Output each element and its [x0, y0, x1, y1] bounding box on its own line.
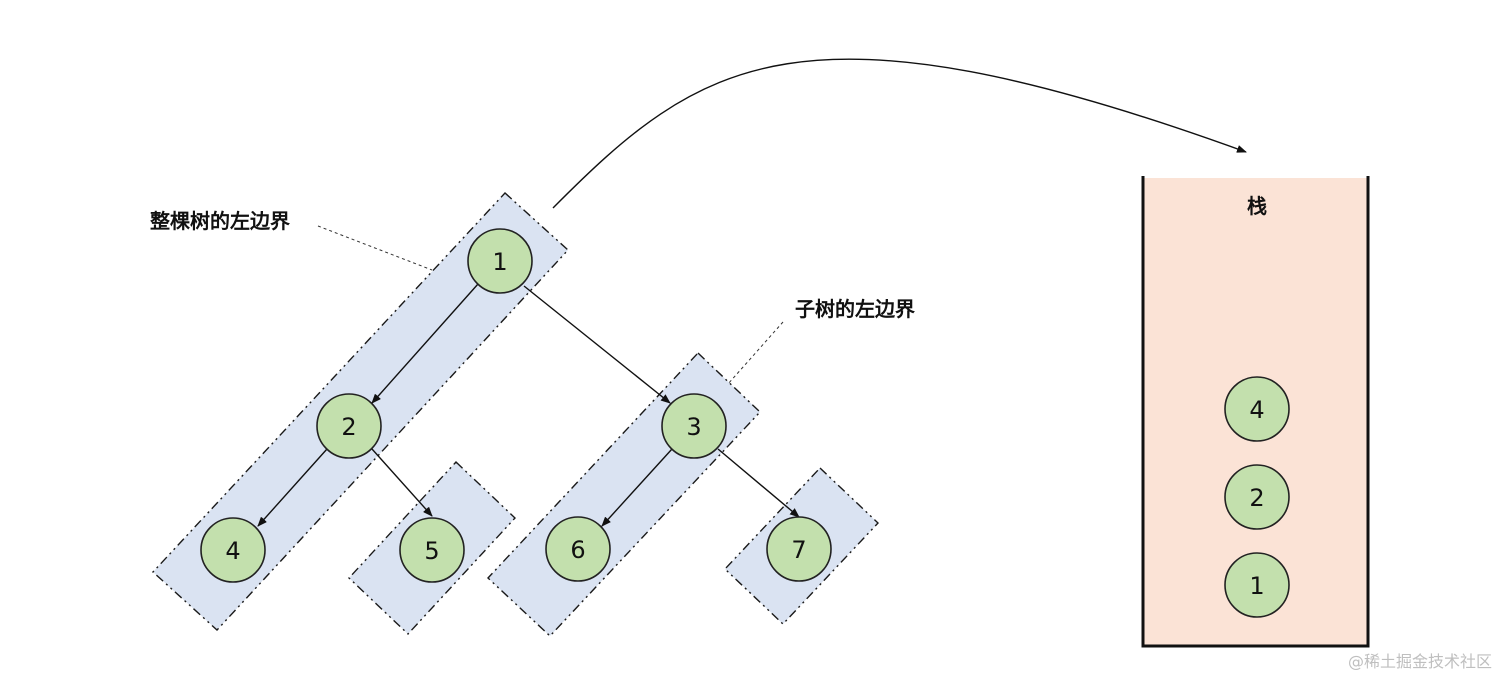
stack-item-label: 2: [1249, 484, 1264, 512]
edge-2-5: [371, 448, 433, 517]
edge-2-4: [257, 448, 328, 527]
stack: 栈 4 2 1: [1141, 176, 1370, 648]
tree-node-1: 1: [467, 228, 533, 294]
tree-node-5: 5: [399, 517, 465, 583]
tree-node-label: 1: [492, 248, 507, 276]
tree-node-3: 3: [661, 393, 727, 459]
stack-item-2: 2: [1224, 464, 1290, 530]
tree-node-label: 3: [686, 413, 701, 441]
subtree-leader-line: [727, 321, 784, 385]
tree-node-label: 7: [791, 536, 806, 564]
stack-walls: [1141, 176, 1370, 648]
label-leaders: [317, 225, 784, 385]
tree-node-4: 4: [200, 517, 266, 583]
tree-nodes: 1 2 3 4 5 6 7: [200, 228, 832, 583]
subtree-left-boundary-label: 子树的左边界: [795, 297, 915, 321]
edge-3-7: [717, 448, 800, 518]
tree-edges: [257, 283, 800, 527]
edge-3-6: [601, 448, 673, 527]
stack-item-label: 4: [1249, 396, 1264, 424]
edge-1-3: [523, 285, 671, 404]
watermark: @稀土掘金技术社区: [1347, 652, 1492, 671]
tree-node-label: 4: [225, 537, 240, 565]
edge-1-2: [371, 283, 479, 404]
tree-node-2: 2: [316, 393, 382, 459]
stack-item-4: 4: [1224, 376, 1290, 442]
tree-node-label: 6: [570, 536, 585, 564]
subtree-left-boundary-band: [487, 352, 761, 637]
tree-node-7: 7: [766, 516, 832, 582]
stack-item-1: 1: [1224, 552, 1290, 618]
stack-item-label: 1: [1249, 572, 1264, 600]
tree-node-label: 5: [424, 537, 439, 565]
whole-tree-leader-line: [317, 225, 433, 271]
tree-node-6: 6: [545, 516, 611, 582]
push-to-stack-arrow: [552, 58, 1247, 209]
tree-node-label: 2: [341, 413, 356, 441]
whole-tree-left-boundary-label: 整棵树的左边界: [149, 209, 290, 233]
stack-title: 栈: [1247, 194, 1267, 218]
